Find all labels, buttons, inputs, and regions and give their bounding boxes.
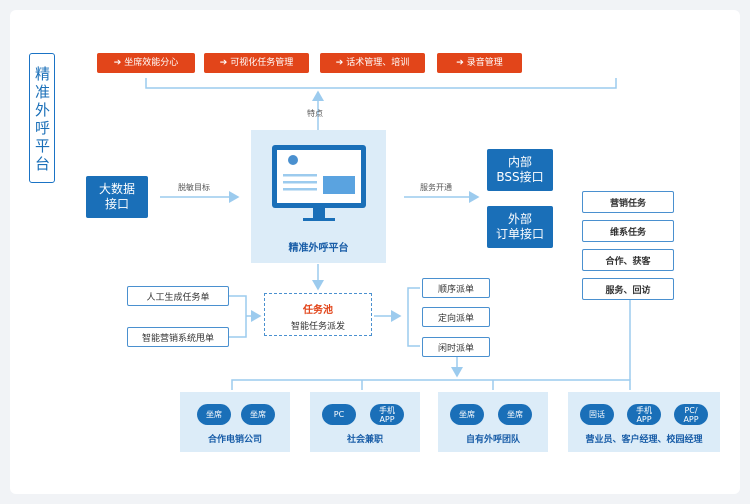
task-marketing: 营销任务 (582, 191, 674, 213)
source-manual: 人工生成任务单 (127, 286, 229, 306)
task-pool: 任务池 智能任务派发 (264, 293, 372, 336)
seat-pill: 坐席 (450, 404, 484, 425)
feature-tag-4: ➔录音管理 (437, 53, 522, 73)
group-cooperation: 坐席 坐席 合作电销公司 (180, 392, 290, 452)
bigdata-interface: 大数据 接口 (86, 176, 148, 218)
seat-pill: 坐席 (241, 404, 275, 425)
feature-tag-1: ➔坐席效能分心 (97, 53, 195, 73)
group-label: 社会兼职 (346, 435, 383, 445)
group-label: 合作电销公司 (207, 435, 262, 445)
task-pool-subtitle: 智能任务派发 (290, 322, 345, 332)
order-interface: 外部 订单接口 (487, 206, 553, 248)
platform-panel (251, 130, 386, 263)
service-label: 服务开通 (420, 183, 452, 192)
group-label: 营业员、客户经理、校园经理 (585, 435, 703, 445)
task-cooperation: 合作、获客 (582, 249, 674, 271)
seat-pill: 坐席 (197, 404, 231, 425)
group-label: 自有外呼团队 (465, 435, 520, 445)
group-staff: 固话 手机 APP PC/ APP 营业员、客户经理、校园经理 (568, 392, 720, 452)
task-pool-title: 任务池 (303, 305, 333, 316)
pc-pill: PC (322, 404, 356, 425)
arrow-icon: ➔ (113, 58, 122, 68)
task-retention: 维系任务 (582, 220, 674, 242)
dispatch-idle: 闲时派单 (422, 337, 490, 357)
feature-tag-2: ➔可视化任务管理 (204, 53, 309, 73)
features-label: 特点 (307, 109, 323, 118)
arrow-icon: ➔ (335, 58, 344, 68)
bss-interface: 内部 BSS接口 (487, 149, 553, 191)
monitor-icon (272, 145, 366, 221)
dispatch-directed: 定向派单 (422, 307, 490, 327)
page-title: 精准外呼平台 (29, 53, 55, 183)
group-parttime: PC 手机 APP 社会兼职 (310, 392, 420, 452)
seat-pill: 坐席 (498, 404, 532, 425)
mobile-app-pill: 手机 APP (370, 404, 404, 425)
landline-pill: 固话 (580, 404, 614, 425)
arrow-icon: ➔ (219, 58, 228, 68)
platform-label: 精准外呼平台 (288, 243, 349, 254)
dispatch-sequential: 顺序派单 (422, 278, 490, 298)
desensitize-label: 脱敏目标 (178, 183, 210, 192)
mobile-app-pill: 手机 APP (627, 404, 661, 425)
feature-tag-3: ➔话术管理、培训 (320, 53, 425, 73)
group-own-team: 坐席 坐席 自有外呼团队 (438, 392, 548, 452)
source-intelligent: 智能营销系统甩单 (127, 327, 229, 347)
pc-app-pill: PC/ APP (674, 404, 708, 425)
task-service: 服务、回访 (582, 278, 674, 300)
arrow-icon: ➔ (456, 58, 464, 68)
